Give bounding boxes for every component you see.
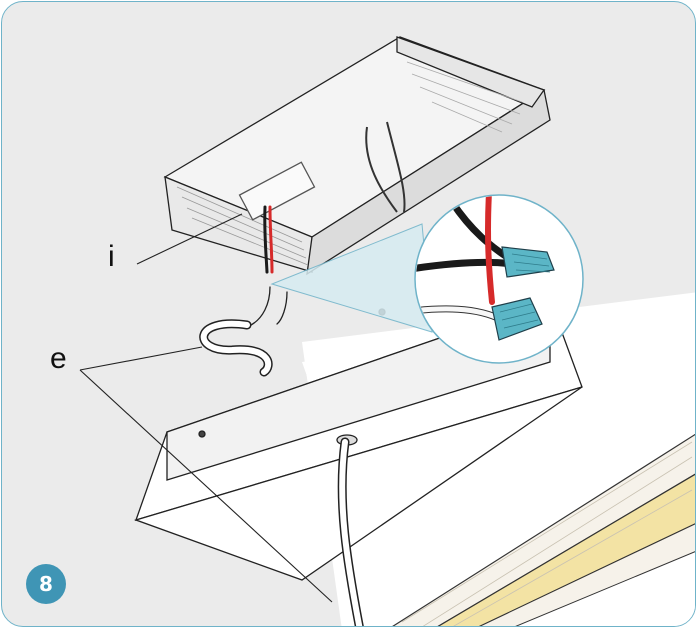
- wire-nut-icon: [491, 297, 543, 341]
- wire-connection-detail: [414, 194, 584, 364]
- wire-nut-icon: [501, 246, 555, 278]
- step-number-badge: 8: [26, 564, 66, 604]
- callout-label-i: i: [108, 240, 115, 273]
- supply-cable-lower: [337, 437, 364, 626]
- callout-label-e: e: [50, 342, 67, 375]
- leader-e-upper: [79, 346, 203, 371]
- ceiling-cut-edge: [392, 433, 695, 626]
- led-driver-housing: [163, 36, 551, 276]
- leader-i: [136, 213, 243, 265]
- leader-e-lower: [79, 369, 333, 603]
- supply-cable-upper-fill: [200, 320, 272, 375]
- leader-lines: [79, 213, 333, 603]
